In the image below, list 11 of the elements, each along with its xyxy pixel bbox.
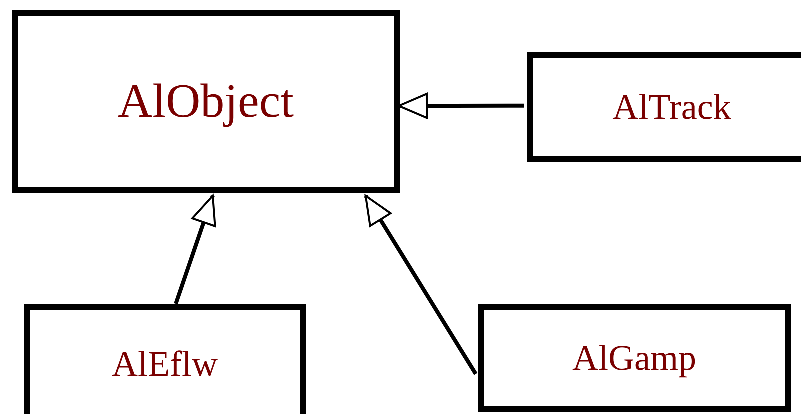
class-name: AlObject [118, 74, 294, 129]
class-name: AlEflw [112, 343, 218, 385]
inheritance-arrow [174, 195, 216, 305]
class-box [24, 304, 306, 414]
class-box [12, 10, 400, 193]
class-name: AlGamp [572, 337, 696, 379]
class-box [527, 52, 801, 162]
class-box [478, 304, 791, 412]
inheritance-arrow [364, 194, 478, 376]
class-name: AlTrack [612, 86, 732, 128]
inheritance-arrow [398, 93, 524, 120]
